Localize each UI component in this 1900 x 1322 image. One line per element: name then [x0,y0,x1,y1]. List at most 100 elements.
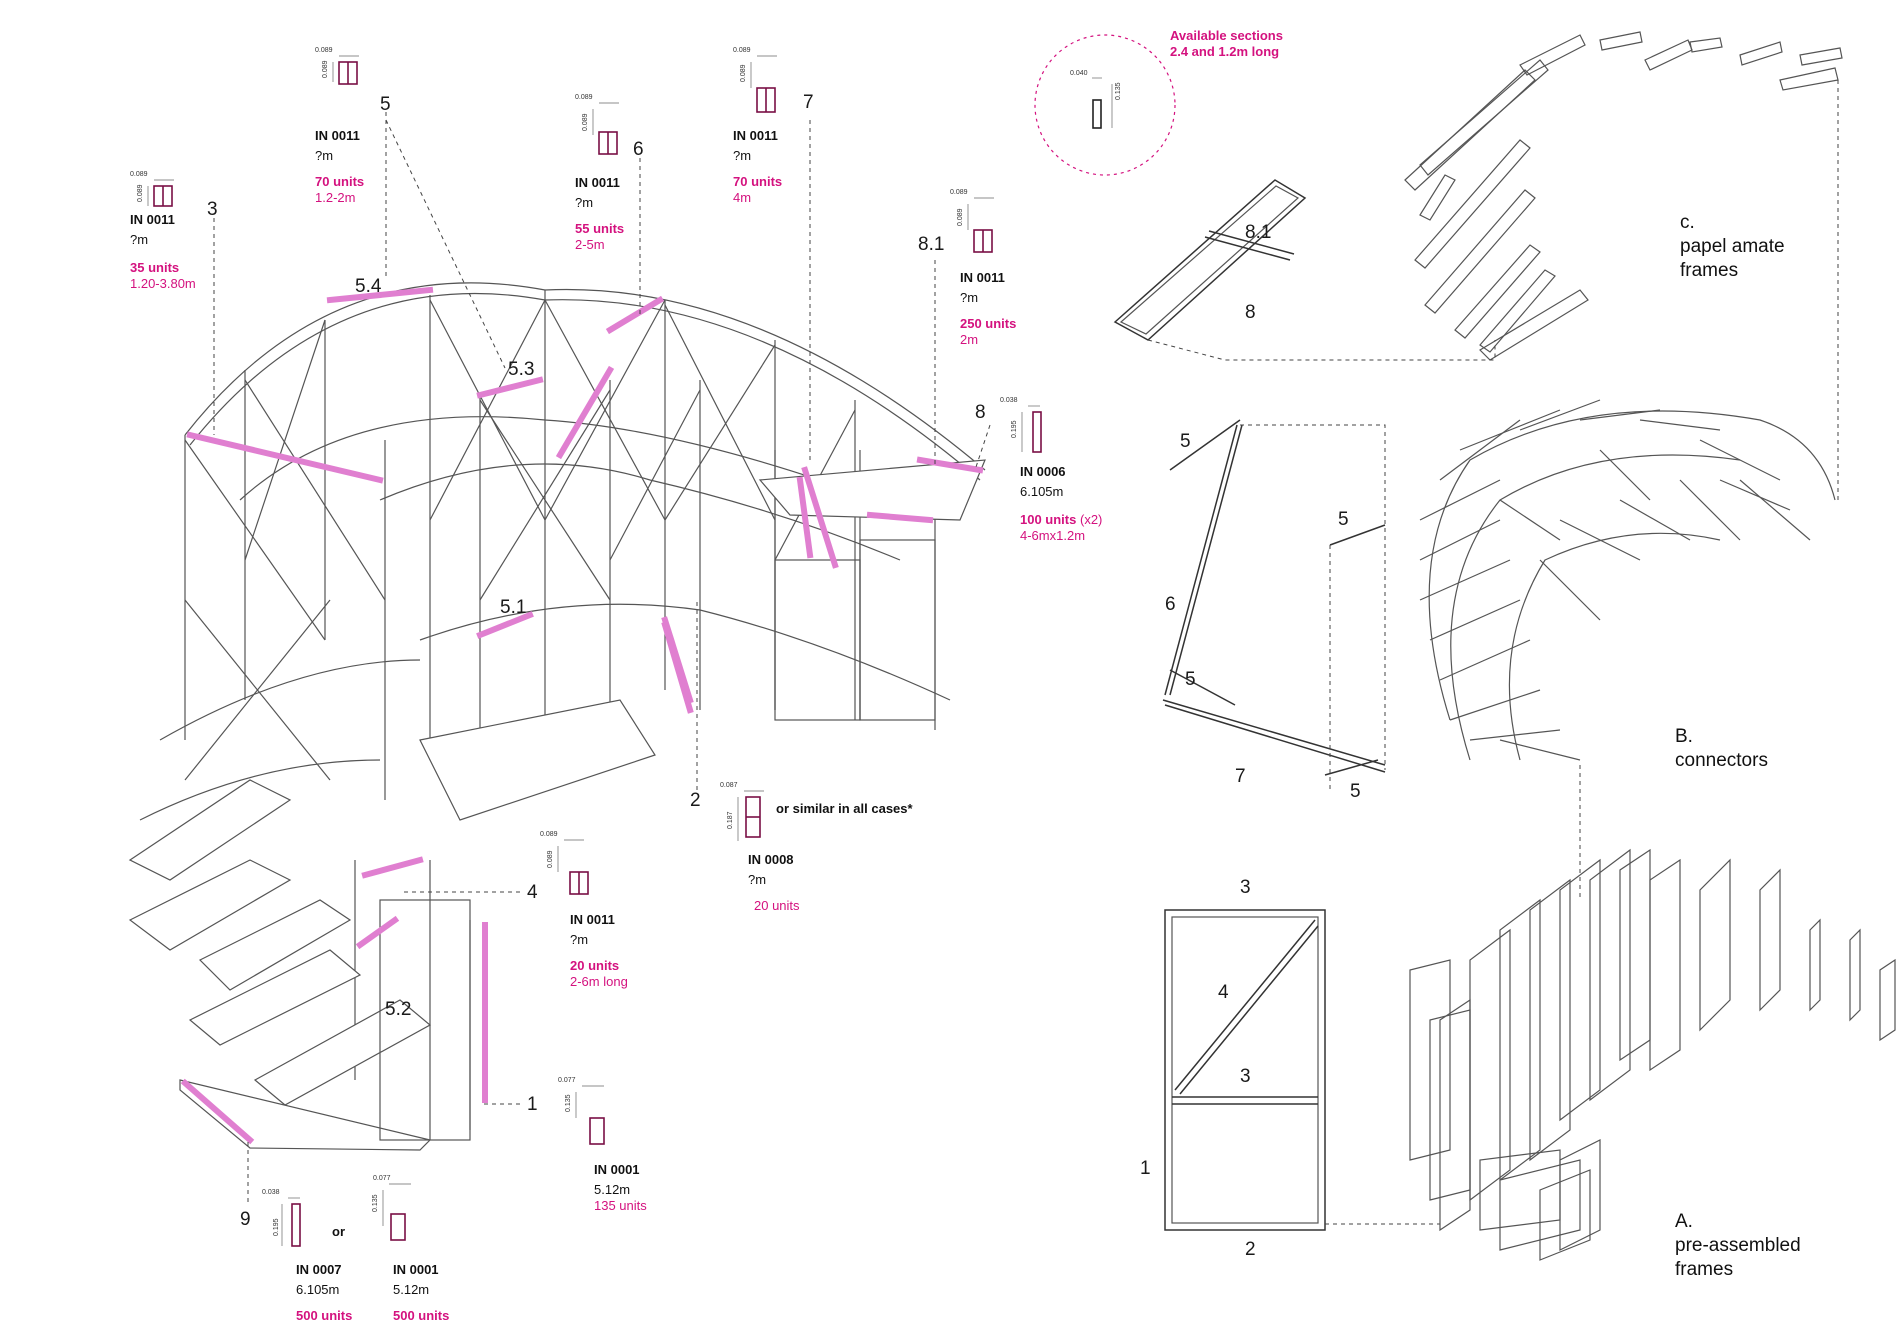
part-length: 5.12m [594,1182,630,1197]
callout-number-8: 8 [975,402,986,423]
part-range: 2-6m long [570,974,628,989]
panel-c-papel-amate: 8.1 8 c. papel amate frames [1113,31,1843,500]
label-3-mid: 3 [1240,1066,1251,1087]
dim-width: 0.089 [540,831,558,838]
available-subtitle: 2.4 and 1.2m long [1170,44,1279,59]
part-number-5-2: 5.2 [385,999,411,1020]
part-units: 500 units [393,1308,449,1322]
label-8: 8 [1245,302,1256,323]
callout-4: 0.089 0.089 IN 0011 ?m 20 units 2-6m lon… [540,831,628,989]
dim-width: 0.089 [130,171,148,178]
dim-width: 0.089 [575,94,593,101]
available-sections: 0.040 0.135 Available sections 2.4 and 1… [1034,28,1283,176]
callout-number-2: 2 [690,790,701,811]
part-code: IN 0011 [575,175,620,190]
callout-number-3: 3 [207,199,218,220]
or-label: or [332,1224,345,1239]
dim-width: 0.089 [733,47,751,54]
part-length: ?m [960,290,978,305]
part-units: 20 units [570,958,619,973]
part-range: 4-6mx1.2m [1020,528,1085,543]
panel-c-subtitle-2: frames [1680,260,1738,281]
panel-b-title: B. [1675,726,1693,747]
callout-3: 0.089 0.089 IN 0011 ?m 35 units 1.20-3.8… [130,171,196,291]
label-3-top: 3 [1240,877,1251,898]
part-number-5-4: 5.4 [355,276,382,297]
leader-lines [213,112,991,1205]
callout-number-5: 5 [380,94,391,115]
label-5a: 5 [1180,431,1191,452]
dim-height: 0.089 [137,184,144,202]
part-range: 2-5m [575,237,605,252]
part-length: ?m [733,148,751,163]
callout-number-9: 9 [240,1209,251,1230]
part-length: 5.12m [393,1282,429,1297]
callout-number-6: 6 [633,139,644,160]
label-1: 1 [1140,1158,1151,1179]
dim-height: 0.187 [727,811,734,829]
callout-number-8-1: 8.1 [918,234,944,255]
callout-2: 0.087 0.187 or similar in all cases* IN … [720,782,914,913]
callout-9: 9 0.038 0.195 IN 0007 6.105m 500 units o… [240,1175,449,1322]
dim-height: 0.195 [273,1218,280,1236]
available-title: Available sections [1170,28,1283,43]
dim-width: 0.089 [315,47,333,54]
dim-width: 0.038 [262,1189,280,1196]
panel-a-title: A. [1675,1211,1693,1232]
callout-number-7: 7 [803,92,814,113]
panel-c-title: c. [1680,212,1695,233]
part-code: IN 0011 [960,270,1005,285]
part-number-5-1: 5.1 [500,597,526,618]
panel-b-subtitle: connectors [1675,750,1768,771]
part-code: IN 0011 [733,128,778,143]
part-units: 70 units [733,174,782,189]
label-8-1: 8.1 [1245,222,1271,243]
label-5d: 5 [1350,781,1361,802]
part-length: ?m [575,195,593,210]
part-length: ?m [130,232,148,247]
callout-7: 0.089 0.089 IN 0011 ?m 70 units 4m [733,47,782,205]
panel-c-subtitle-1: papel amate [1680,236,1785,257]
panel-a-pre-assembled: 3 4 3 1 2 A. pre-assemb [1140,848,1896,1280]
label-5b: 5 [1338,509,1349,530]
dim-width: 0.077 [373,1175,391,1182]
dim-height: 0.135 [565,1094,572,1112]
part-units: 70 units [315,174,364,189]
callout-8: 0.038 0.195 IN 0006 6.105m 100 units (x2… [1000,397,1102,543]
dim-width: 0.077 [558,1077,576,1084]
callout-8-1: 0.089 0.089 IN 0011 ?m 250 units 2m [950,189,1016,347]
part-length: 6.105m [296,1282,339,1297]
option-b: 0.077 0.135 IN 0001 5.12m 500 units [372,1175,449,1322]
part-range: 1.20-3.80m [130,276,196,291]
dim-height: 0.089 [582,113,589,131]
part-code: IN 0008 [748,852,794,867]
dim-width: 0.038 [1000,397,1018,404]
label-7: 7 [1235,766,1246,787]
main-structure-drawing [128,282,986,1151]
part-code: IN 0007 [296,1262,342,1277]
callout-6: 0.089 0.089 IN 0011 ?m 55 units 2-5m [575,94,624,252]
panel-a-subtitle-2: frames [1675,1259,1733,1280]
part-number-5-3: 5.3 [508,359,534,380]
part-code: IN 0011 [570,912,615,927]
part-units: 20 units [754,898,800,913]
dim-width: 0.040 [1070,70,1088,77]
note-similar: or similar in all cases* [776,801,914,816]
dim-height: 0.089 [957,208,964,226]
part-units: 250 units [960,316,1016,331]
part-units: 500 units [296,1308,352,1322]
part-units: 100 units (x2) [1020,512,1102,527]
part-range: 4m [733,190,751,205]
part-length: 6.105m [1020,484,1063,499]
dim-height: 0.195 [1011,420,1018,438]
panel-b-connectors: 5 5 6 5 7 5 [1162,399,1836,900]
dim-height: 0.089 [547,850,554,868]
option-a: 0.038 0.195 IN 0007 6.105m 500 units [262,1189,352,1322]
part-length: ?m [315,148,333,163]
dim-height: 0.089 [322,60,329,78]
part-range: 2m [960,332,978,347]
part-units: 135 units [594,1198,647,1213]
part-length: ?m [748,872,766,887]
part-units: 35 units [130,260,179,275]
part-range: 1.2-2m [315,190,355,205]
